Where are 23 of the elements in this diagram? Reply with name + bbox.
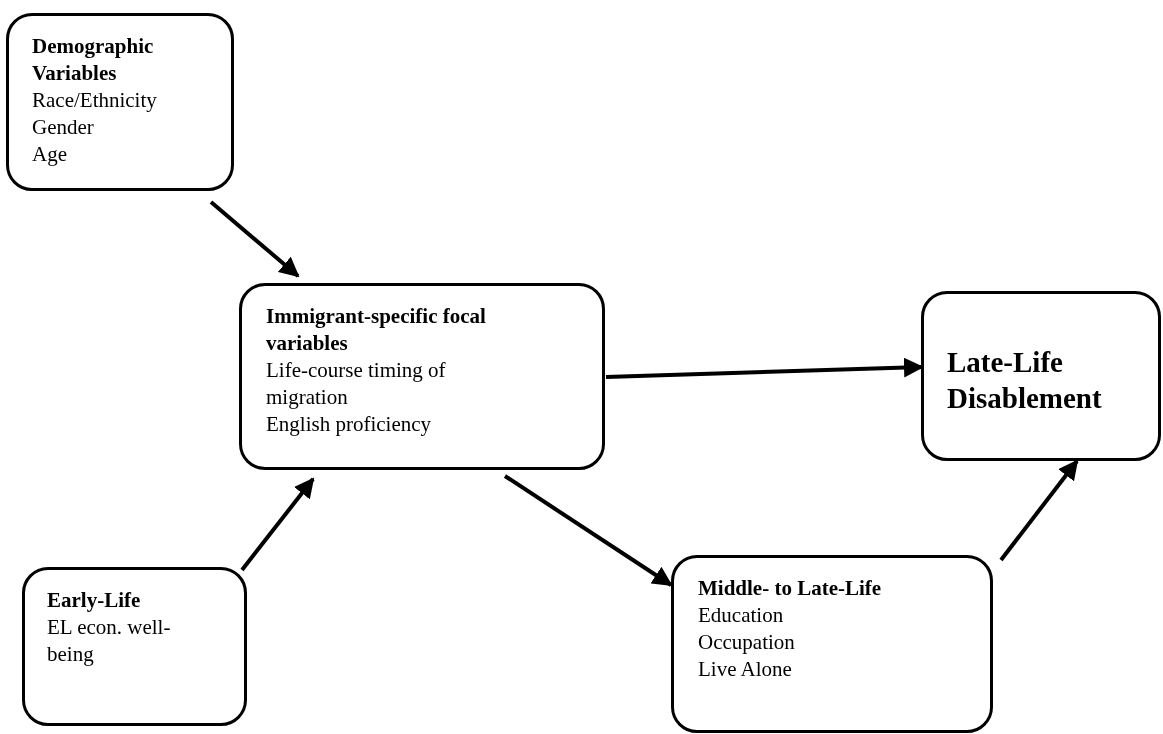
variable-text: Live Alone — [698, 656, 793, 683]
variable-text: Education — [698, 602, 785, 629]
arrow — [240, 477, 315, 572]
arrow — [209, 200, 300, 278]
box-heading: Immigrant-specific focal variables — [266, 303, 487, 357]
rounded-box — [6, 13, 234, 191]
rounded-box — [239, 283, 605, 470]
box-heading: Late-Life Disablement — [947, 345, 1103, 416]
variable-text: Occupation — [698, 629, 796, 656]
variable-text: Gender — [32, 114, 95, 141]
rounded-box — [921, 291, 1161, 461]
box-heading: Middle- to Late-Life — [698, 575, 883, 602]
rounded-box — [671, 555, 993, 733]
rounded-box — [22, 567, 247, 726]
arrow — [503, 474, 673, 587]
variable-text: EL econ. well-being — [47, 614, 172, 668]
variable-text: English proficiency — [266, 411, 433, 438]
arrow — [999, 459, 1079, 562]
box-heading: Early-Life — [47, 587, 142, 614]
variable-text: Life-course timing of migration — [266, 357, 447, 411]
box-heading: Demographic Variables — [32, 33, 155, 87]
variable-text: Age — [32, 141, 68, 168]
variable-text: Race/Ethnicity — [32, 87, 158, 114]
